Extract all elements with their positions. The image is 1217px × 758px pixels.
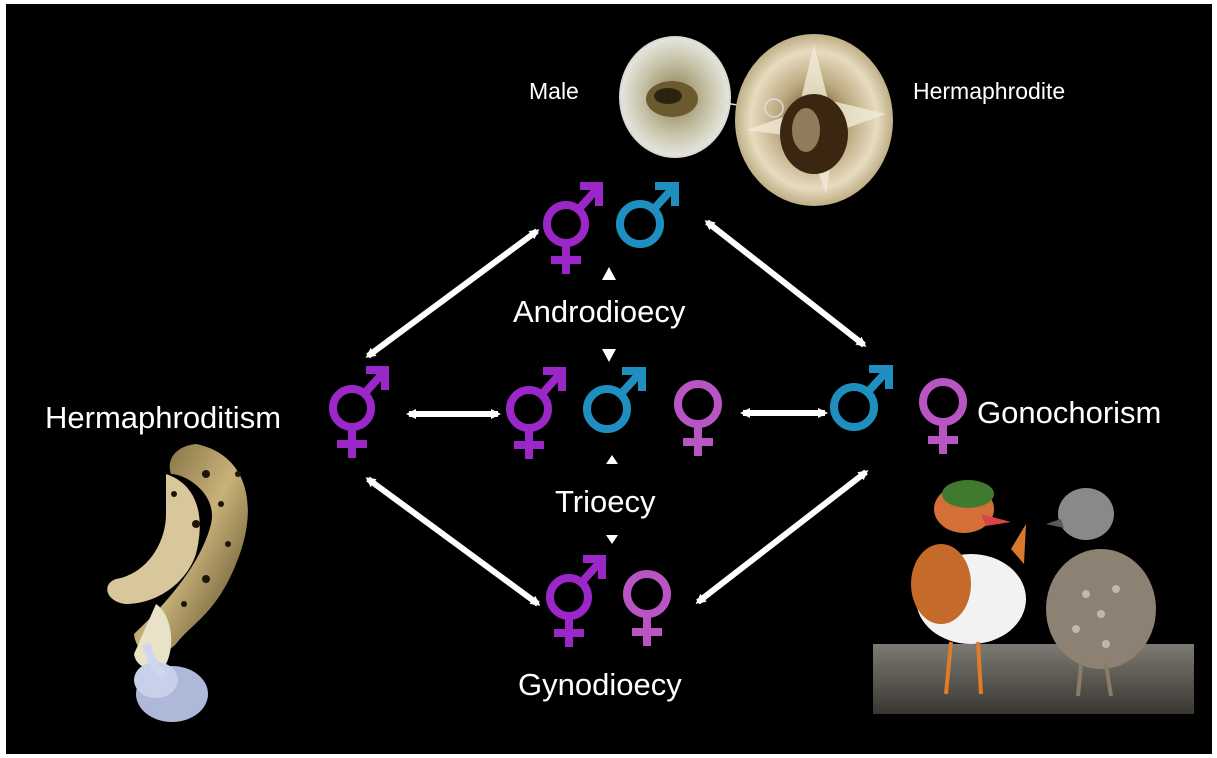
arrow-hermaphroditism-gynodioecy: [368, 479, 538, 604]
hermaphrodite-label: Hermaphrodite: [913, 80, 1065, 103]
male-symbol-icon: [834, 369, 889, 427]
arrow-down-to-trioecy-symbols: [602, 349, 616, 362]
androdioecy-label: Androdioecy: [513, 296, 685, 327]
hermaphroditism-label: Hermaphroditism: [45, 402, 281, 433]
male-symbol-icon: [620, 186, 675, 244]
arrow-androdioecy-gonochorism: [707, 222, 864, 345]
mandarin-ducks-photo: [873, 480, 1194, 714]
female-symbol-icon: [678, 384, 718, 456]
diagram-canvas: Male Hermaphrodite Androdioecy Hermaphro…: [6, 4, 1212, 754]
male-label: Male: [529, 80, 579, 103]
hermaphrodite-symbol-icon: [550, 559, 602, 647]
leopard-slug-photo: [107, 444, 248, 722]
gonochorism-label: Gonochorism: [977, 397, 1161, 428]
arrow-hermaphroditism-androdioecy: [368, 231, 537, 356]
trioecy-label: Trioecy: [555, 486, 655, 517]
arrow-up-to-androdioecy-symbols: [602, 267, 616, 280]
diagram-graphics: [6, 4, 1212, 754]
barnacle-photo: [620, 34, 893, 206]
hermaphrodite-symbol-icon: [333, 370, 385, 458]
male-symbol-icon: [587, 371, 642, 429]
transition-arrows: [368, 222, 866, 604]
arrow-down-to-gynodioecy-symbols: [606, 535, 618, 544]
gynodioecy-label: Gynodioecy: [518, 669, 682, 700]
female-symbol-icon: [923, 382, 963, 454]
arrow-gonochorism-gynodioecy: [698, 472, 866, 602]
hermaphrodite-symbol-icon: [510, 371, 562, 459]
arrow-up-to-trioecy-symbols: [606, 455, 618, 464]
female-symbol-icon: [627, 574, 667, 646]
hermaphrodite-symbol-icon: [547, 186, 599, 274]
